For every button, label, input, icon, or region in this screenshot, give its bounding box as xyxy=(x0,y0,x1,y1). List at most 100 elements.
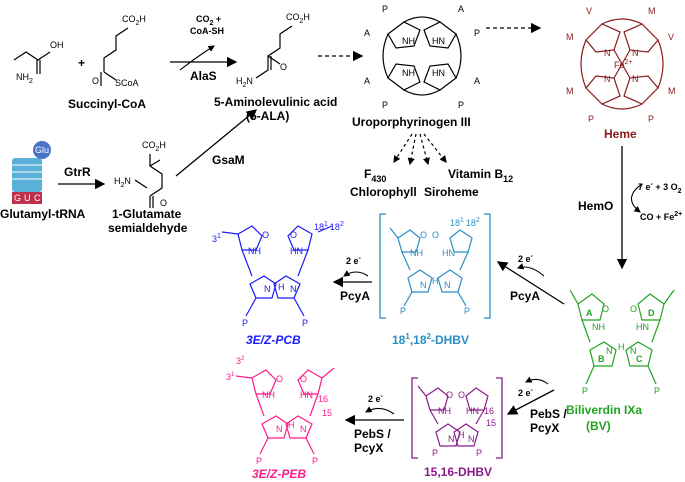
succinyl-o: O xyxy=(92,76,99,86)
pcb-label: 3E/Z-PCB xyxy=(246,333,301,347)
dhbv15-o-2: O xyxy=(458,390,465,400)
alas-side-arrow xyxy=(179,45,215,71)
bv-nh: NH xyxy=(592,322,605,332)
succinyl-co2h: CO2H xyxy=(122,14,146,27)
peb-num-31: 31 xyxy=(226,372,235,382)
dhbv18-p-1: P xyxy=(400,306,406,316)
pcb-n-2: N xyxy=(290,284,297,294)
pebs-e-2: 2 e- xyxy=(368,393,384,404)
succinyl-scoa: SCoA xyxy=(115,78,139,88)
peb-o-2: O xyxy=(300,374,307,384)
uro-nh-2: NH xyxy=(402,68,415,78)
glutamyl-trna-label: Glutamyl-tRNA xyxy=(0,207,86,221)
glutamyl-trna: Glu G U C xyxy=(12,141,51,204)
bv-ring-a: A xyxy=(586,308,593,318)
gsa-co2h: CO2H xyxy=(142,140,166,153)
bv-ring-b: B xyxy=(598,354,605,364)
glu-ball xyxy=(33,141,51,159)
bv-n-2: N xyxy=(630,346,637,356)
dhbv18-n-1: N xyxy=(420,280,427,290)
glycine-nh2: NH2 xyxy=(16,72,33,85)
uro-a-4: A xyxy=(474,76,480,86)
pcb-n-1: N xyxy=(264,284,271,294)
peb-p-2: P xyxy=(312,456,318,466)
bv-n-1: N xyxy=(606,346,613,356)
biliverdin xyxy=(569,289,675,385)
dhbv15-p-1: P xyxy=(432,448,438,458)
glycine: OH NH2 xyxy=(13,40,64,85)
dhbv15-n-2: N xyxy=(468,434,475,444)
gsa-o: O xyxy=(160,198,167,208)
bv-p-2: P xyxy=(654,386,660,396)
hemo-out: CO + Fe2+ xyxy=(640,211,682,222)
heme xyxy=(580,18,664,110)
pcya-arrow-1 xyxy=(496,261,565,305)
uro-branch-arrows xyxy=(393,133,447,166)
peb-num-32: 32 xyxy=(236,356,245,366)
base-c: C xyxy=(34,193,41,203)
heme-m-1: M xyxy=(648,6,656,16)
dhbv18-n-2: N xyxy=(444,280,451,290)
dhbv18-nh: NH xyxy=(410,248,423,258)
heme-label: Heme xyxy=(604,127,637,141)
dhbv15-label: 15,16-DHBV xyxy=(424,465,492,479)
peb-nh: NH xyxy=(262,390,275,400)
bv-label-1: Biliverdin IXa xyxy=(566,403,642,417)
bv-p-1: P xyxy=(582,386,588,396)
pebs-label-1a: PebS / xyxy=(530,407,567,421)
ala-h2n: H2N xyxy=(236,76,253,89)
pcb-o-1: O xyxy=(262,230,269,240)
succinyl-coa: CO2H O SCoA xyxy=(92,14,146,88)
heme-p-2: P xyxy=(648,114,654,124)
peb xyxy=(235,367,335,455)
pcb-o-2: O xyxy=(290,230,297,240)
pcb-num-3: 31 xyxy=(212,233,221,244)
peb-hn: HN xyxy=(300,390,313,400)
pebs-label-1b: PcyX xyxy=(530,421,559,435)
dhbv18-label: 181,182-DHBV xyxy=(392,332,469,347)
uro-hn-2: HN xyxy=(432,68,445,78)
pebs-e-1: 2 e- xyxy=(518,387,534,398)
heme-m-3: M xyxy=(566,86,574,96)
hemo-label: HemO xyxy=(578,199,613,213)
heme-labels: Fe2+ N N N N V M M V M M P P xyxy=(566,6,676,124)
ala-label-1: 5-Aminolevulinic acid xyxy=(214,95,337,109)
vitamin-b12-label: Vitamin B12 xyxy=(448,167,513,184)
pcya-side-arrow-2 xyxy=(343,270,369,277)
pcya-e-1: 2 e- xyxy=(518,253,534,264)
bv-h: H xyxy=(618,342,625,352)
pebs-label-2b: PcyX xyxy=(354,441,383,455)
pcya-e-2: 2 e- xyxy=(346,255,362,266)
pcb xyxy=(221,225,333,317)
uro-p-2: P xyxy=(474,28,480,38)
ala-co2h: CO2H xyxy=(286,12,310,25)
bv-ring-c: C xyxy=(636,354,643,364)
pcb-p-1: P xyxy=(242,318,248,328)
heme-n-2: N xyxy=(632,48,639,58)
gsa-h2n: H2N xyxy=(114,176,131,189)
heme-n-3: N xyxy=(604,74,611,84)
dhbv18-p-2: P xyxy=(464,306,470,316)
dhbv15-p-2: P xyxy=(476,448,482,458)
glutamate-semialdehyde: CO2H H2N O xyxy=(114,140,167,208)
dhbv18-h: H xyxy=(432,276,439,286)
peb-label: 3E/Z-PEB xyxy=(252,467,306,481)
uro-a-3: A xyxy=(364,76,370,86)
dhbv15-n-1: N xyxy=(448,434,455,444)
hemo-in: 7 e- + 3 O2 xyxy=(638,181,682,195)
pcb-hn-1: HN xyxy=(290,246,303,256)
pebs-side-arrow-2 xyxy=(365,406,395,415)
glu-text: Glu xyxy=(35,145,49,155)
uro-p-1: P xyxy=(382,4,388,14)
bv-o-1: O xyxy=(602,304,609,314)
uro-p-3: P xyxy=(382,100,388,110)
pcya-label-1: PcyA xyxy=(510,289,540,303)
heme-n-4: N xyxy=(632,74,639,84)
peb-h: H xyxy=(288,420,295,430)
f430-label: F430 xyxy=(364,167,386,184)
dhbv15-hn: HN xyxy=(466,406,479,416)
